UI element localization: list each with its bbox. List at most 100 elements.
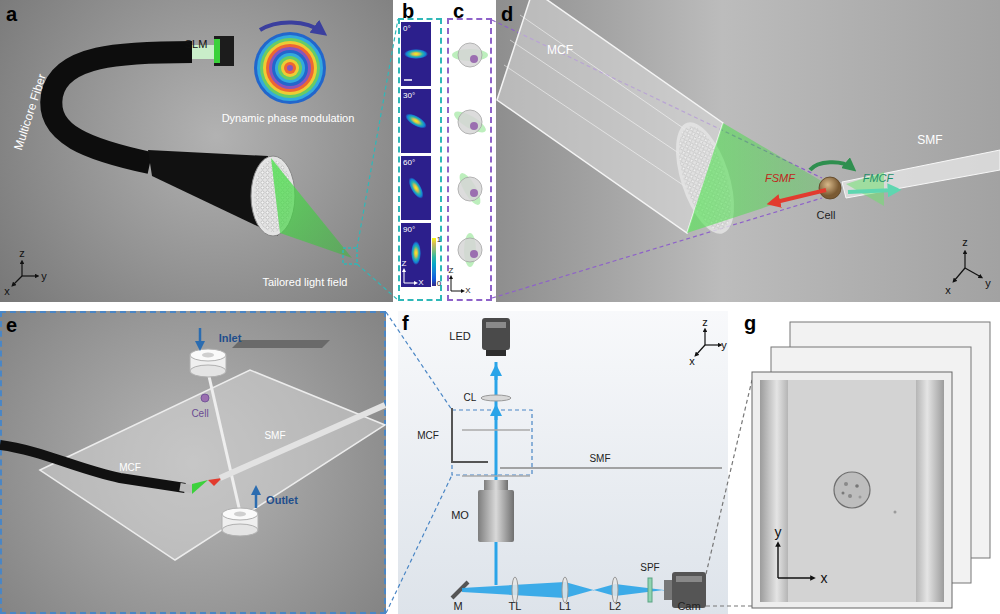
microscope-setup-part	[482, 318, 510, 350]
image-stack-part	[760, 380, 944, 602]
mcf-cylinder-part	[520, 15, 712, 148]
axes-a-part	[21, 262, 22, 276]
microscope-setup-part	[462, 582, 672, 598]
cell-illustrations-part-part	[451, 108, 488, 136]
microscope-setup-part	[478, 490, 514, 542]
fibers-in-chip-part	[192, 480, 208, 494]
beam-profiles-part-part	[401, 156, 431, 220]
microfluidic-chip-part-part	[222, 514, 258, 530]
axes-d-part	[954, 268, 965, 281]
axes-d	[954, 252, 981, 281]
axes-f-part	[705, 344, 720, 345]
axes-f-part	[696, 345, 705, 355]
microscope-setup-part	[484, 480, 508, 490]
zoom-lines-c-d-part	[492, 20, 822, 178]
image-stack-part	[790, 322, 990, 558]
figure-label: 30°	[403, 92, 415, 100]
image-stack-part	[848, 494, 852, 498]
phase-pattern-part	[269, 47, 311, 89]
microscope-setup-part	[500, 467, 722, 469]
image-stack-part	[771, 347, 971, 583]
cell-illustrations-part	[456, 170, 484, 207]
axes-b	[404, 270, 416, 283]
microfluidic-chip-part	[232, 340, 330, 348]
beam-profiles-part	[401, 223, 431, 287]
zoom-lines-c-d-part	[492, 198, 822, 298]
microfluidic-chip-part-part	[222, 524, 258, 536]
cell-illustrations-part-part	[458, 110, 482, 134]
multicore-fiber-part	[51, 52, 192, 163]
phase-pattern-part	[266, 44, 314, 92]
trapped-cell-part	[810, 162, 852, 170]
beam-profiles	[401, 22, 436, 287]
figure-label: Z	[402, 260, 407, 268]
mcf-light-cone-part	[687, 123, 830, 233]
mcf-cylinder-part	[504, 65, 698, 195]
trapped-cell	[772, 162, 896, 203]
slm-device-part	[214, 39, 220, 63]
tailored-light-cone-part	[343, 248, 357, 264]
mcf-light-cone	[687, 123, 830, 233]
image-stack-part	[844, 482, 848, 486]
fibers-in-chip-part	[220, 405, 385, 478]
phase-pattern-part	[287, 65, 293, 71]
axes-d-part	[965, 268, 981, 277]
axes-c-part	[451, 291, 463, 292]
trapped-cell-part	[848, 190, 896, 192]
axes-a	[13, 262, 37, 285]
zoom-lines-e-f	[386, 312, 452, 613]
panel-g: g	[738, 311, 1000, 614]
cell-illustrations-part-part	[464, 233, 476, 267]
image-stack-part	[842, 492, 845, 495]
microscope-setup	[452, 318, 722, 608]
microfluidic-chip-part	[208, 372, 240, 512]
fibers-in-chip-part	[201, 394, 209, 402]
trapped-cell-part	[772, 190, 826, 203]
phase-pattern-part	[272, 50, 308, 86]
fibers-in-chip-part	[208, 478, 222, 486]
phase-pattern	[254, 22, 326, 104]
microscope-setup-part	[452, 408, 488, 462]
microscope-setup-part	[676, 576, 702, 582]
cell-illustrations-part-part	[470, 250, 478, 258]
axes-g-part	[777, 544, 778, 578]
multicore-fiber-part	[254, 160, 292, 232]
mcf-cylinder-part	[664, 115, 745, 240]
phase-pattern-part	[254, 32, 326, 104]
zoom-lines-c-d	[492, 20, 822, 298]
panel-c: c	[447, 18, 492, 301]
microscope-setup-part	[495, 410, 498, 420]
beam-profiles-part-part	[401, 223, 431, 287]
axes-b-part	[404, 270, 405, 283]
microscope-setup-part	[462, 475, 530, 477]
phase-pattern-part	[284, 62, 296, 74]
cell-illustrations-part-part	[458, 238, 482, 262]
figure-label: 90°	[403, 226, 415, 234]
phase-pattern-part	[263, 41, 317, 95]
cell-illustrations-part-part	[470, 122, 478, 130]
microscope-setup-part	[486, 322, 506, 328]
panel-f: f	[398, 311, 728, 614]
cell-illustrations-part	[451, 108, 488, 136]
cell-illustrations-part-part	[458, 43, 482, 67]
smf-fiber-part	[842, 150, 1000, 198]
figure-label: 60°	[403, 159, 415, 167]
image-stack-part	[834, 472, 870, 508]
slm-device	[190, 36, 234, 66]
zoom-lines-a-b	[357, 19, 398, 300]
cell-illustrations-part	[458, 233, 482, 267]
cell-illustrations-part-part	[456, 170, 484, 207]
phase-pattern-part	[257, 35, 323, 101]
axes-b-part	[404, 283, 416, 284]
axes-f	[696, 330, 720, 355]
microscope-setup-part	[512, 577, 518, 603]
slm-device-part	[214, 36, 234, 66]
microscope-setup-part	[562, 577, 568, 603]
figure-label: x	[821, 571, 828, 585]
microscope-setup-part	[462, 429, 530, 431]
image-stack-part	[760, 380, 788, 602]
axes-d-part	[964, 252, 965, 268]
microfluidic-chip-part-part	[190, 355, 226, 371]
